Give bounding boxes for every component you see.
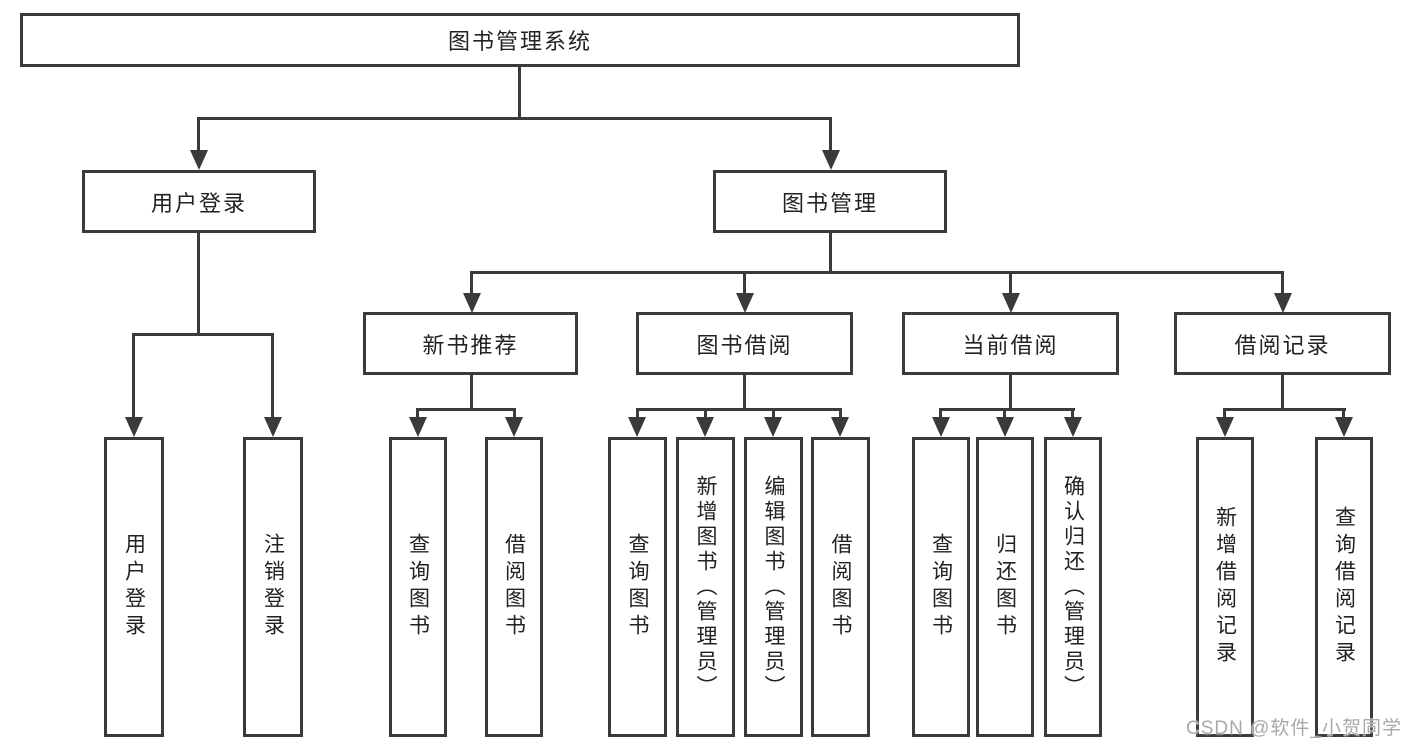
- node-label: 用户登录: [122, 533, 146, 641]
- node-label: 新书推荐: [422, 332, 519, 358]
- leaf-user-login: 用户登录: [104, 437, 164, 737]
- leaf-current-query-books: 查询图书: [912, 437, 970, 737]
- connector-line: [1009, 271, 1012, 295]
- connector-line: [1009, 375, 1012, 411]
- node-label: 当前借阅: [962, 332, 1059, 358]
- node-book-borrowing: 图书借阅: [636, 312, 853, 375]
- connector-line: [1223, 408, 1346, 411]
- connector-line: [743, 375, 746, 411]
- node-label: 用户登录: [150, 190, 247, 216]
- leaf-logout: 注销登录: [243, 437, 303, 737]
- node-label: 新增图书（管理员）: [694, 474, 717, 700]
- connector-line: [829, 117, 832, 152]
- connector-arrowhead: [1216, 417, 1234, 437]
- leaf-recommend-borrow-books: 借阅图书: [485, 437, 543, 737]
- connector-line: [470, 375, 473, 411]
- connector-arrowhead: [463, 293, 481, 313]
- connector-line: [939, 408, 942, 422]
- connector-line: [513, 408, 516, 422]
- connector-arrowhead: [764, 417, 782, 437]
- leaf-borrowing-add-books-admin: 新增图书（管理员）: [676, 437, 735, 737]
- leaf-current-confirm-return-admin: 确认归还（管理员）: [1044, 437, 1102, 737]
- connector-line: [704, 408, 707, 422]
- node-borrow-records: 借阅记录: [1174, 312, 1391, 375]
- connector-arrowhead: [996, 417, 1014, 437]
- connector-line: [132, 333, 135, 419]
- connector-arrowhead: [822, 150, 840, 170]
- node-label: 图书管理系统: [447, 29, 592, 54]
- connector-line: [1071, 408, 1074, 422]
- connector-line: [636, 408, 639, 422]
- connector-arrowhead: [1274, 293, 1292, 313]
- node-label: 查询图书: [406, 533, 430, 641]
- node-current-borrowing: 当前借阅: [902, 312, 1119, 375]
- leaf-borrowing-query-books: 查询图书: [608, 437, 667, 737]
- leaf-records-query-record: 查询借阅记录: [1315, 437, 1373, 737]
- node-label: 确认归还（管理员）: [1061, 474, 1085, 700]
- connector-line: [197, 117, 200, 152]
- node-label: 图书管理: [781, 190, 878, 216]
- connector-line: [939, 408, 1075, 411]
- connector-arrowhead: [190, 150, 208, 170]
- connector-arrowhead: [125, 417, 143, 437]
- connector-arrowhead: [628, 417, 646, 437]
- connector-arrowhead: [1002, 293, 1020, 313]
- node-new-book-recommend: 新书推荐: [363, 312, 578, 375]
- node-label: 借阅图书: [829, 533, 852, 641]
- connector-line: [416, 408, 516, 411]
- connector-arrowhead: [1335, 417, 1353, 437]
- node-label: 查询借阅记录: [1332, 506, 1356, 668]
- node-label: 注销登录: [261, 533, 285, 641]
- connector-arrowhead: [696, 417, 714, 437]
- connector-line: [197, 117, 832, 120]
- node-label: 归还图书: [993, 533, 1017, 641]
- leaf-borrowing-borrow-books: 借阅图书: [811, 437, 870, 737]
- connector-line: [1342, 408, 1345, 422]
- connector-arrowhead: [831, 417, 849, 437]
- connector-arrowhead: [736, 293, 754, 313]
- leaf-current-return-books: 归还图书: [976, 437, 1034, 737]
- connector-line: [416, 408, 419, 422]
- node-user-login: 用户登录: [82, 170, 316, 233]
- connector-line: [743, 271, 746, 295]
- node-label: 查询图书: [626, 533, 649, 641]
- node-label: 图书借阅: [696, 332, 793, 358]
- connector-line: [839, 408, 842, 422]
- node-library-system: 图书管理系统: [20, 13, 1020, 67]
- connector-line: [636, 408, 842, 411]
- connector-arrowhead: [505, 417, 523, 437]
- connector-line: [197, 233, 200, 335]
- connector-arrowhead: [932, 417, 950, 437]
- connector-line: [132, 333, 274, 336]
- connector-line: [470, 271, 473, 295]
- connector-line: [829, 233, 832, 273]
- connector-line: [518, 67, 521, 119]
- node-label: 编辑图书（管理员）: [762, 474, 785, 700]
- leaf-borrowing-edit-books-admin: 编辑图书（管理员）: [744, 437, 803, 737]
- connector-line: [1223, 408, 1226, 422]
- leaf-records-add-record: 新增借阅记录: [1196, 437, 1254, 737]
- connector-arrowhead: [264, 417, 282, 437]
- connector-line: [271, 333, 274, 419]
- leaf-recommend-query-books: 查询图书: [389, 437, 447, 737]
- connector-arrowhead: [1064, 417, 1082, 437]
- node-label: 借阅图书: [502, 533, 526, 641]
- node-label: 新增借阅记录: [1213, 506, 1237, 668]
- connector-line: [772, 408, 775, 422]
- connector-line: [1003, 408, 1006, 422]
- node-label: 借阅记录: [1234, 332, 1331, 358]
- watermark: CSDN @软件_小贺同学: [1186, 718, 1402, 739]
- connector-arrowhead: [409, 417, 427, 437]
- node-book-management: 图书管理: [713, 170, 947, 233]
- node-label: 查询图书: [929, 533, 953, 641]
- connector-line: [1281, 271, 1284, 295]
- connector-line: [470, 271, 1282, 274]
- connector-line: [1281, 375, 1284, 411]
